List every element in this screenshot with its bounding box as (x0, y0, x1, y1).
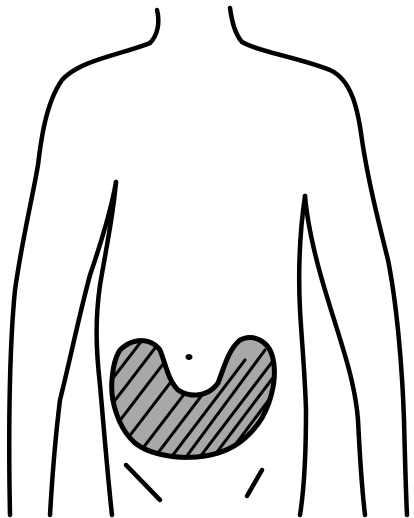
groin-left-line (126, 465, 160, 500)
left-arm-outer (9, 43, 150, 515)
highlighted-region (100, 330, 305, 472)
navel-dot (186, 354, 193, 360)
torso-left-side (97, 182, 116, 515)
neck-left-line (150, 10, 158, 43)
groin-right-line (247, 470, 262, 496)
right-arm-inner (305, 196, 365, 515)
torso-right-side (299, 196, 306, 515)
neck-right-line (230, 8, 242, 42)
right-arm-outer (242, 42, 407, 515)
